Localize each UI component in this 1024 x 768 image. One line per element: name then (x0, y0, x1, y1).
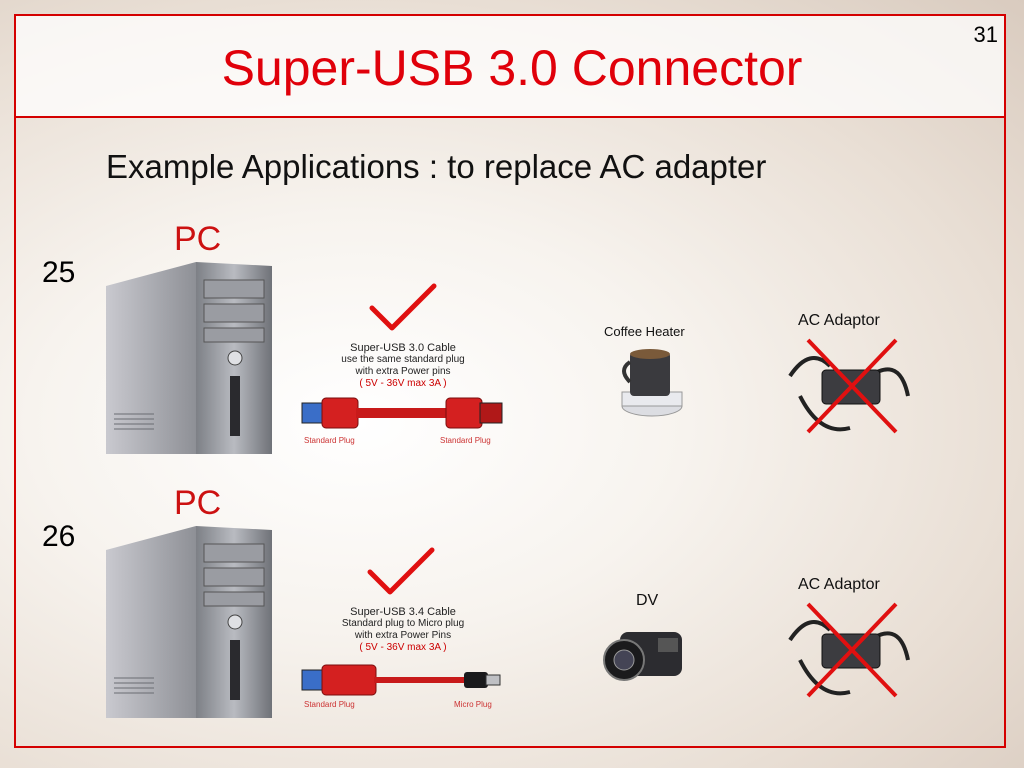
ac-adaptor-crossed-icon (780, 336, 920, 440)
slide-frame (14, 14, 1006, 748)
checkmark-icon (368, 282, 438, 334)
row-number-26: 26 (42, 520, 76, 553)
cable-description-row-26: Super-USB 3.4 Cable Standard plug to Mic… (328, 606, 478, 654)
slide-title: Super-USB 3.0 Connector (221, 40, 803, 96)
camcorder-icon (600, 620, 686, 690)
coffee-heater-icon (616, 344, 686, 420)
checkmark-icon (366, 546, 436, 598)
device-label-dv: DV (636, 592, 659, 609)
cable-detail-1: use the same standard plug (341, 354, 465, 365)
pc-label-row-26: PC (174, 484, 222, 522)
cable-name: Super-USB 3.0 Cable (350, 342, 456, 354)
device-label-coffee-heater: Coffee Heater (604, 324, 685, 339)
right-plug-label: Micro Plug (454, 700, 492, 709)
cable-spec: ( 5V - 36V max 3A ) (359, 642, 447, 653)
pc-tower-icon (104, 256, 276, 456)
ac-adaptor-label: AC Adaptor (798, 312, 880, 329)
cable-name: Super-USB 3.4 Cable (350, 606, 456, 618)
row-number-25: 25 (42, 256, 76, 289)
title-bar (14, 14, 1006, 118)
slide-subtitle: Example Applications : to replace AC ada… (106, 148, 767, 185)
cable-detail-1: Standard plug to Micro plug (341, 618, 465, 629)
ac-adaptor-label: AC Adaptor (798, 576, 880, 593)
cable-detail-2: with extra Power pins (355, 366, 451, 377)
ac-adaptor-crossed-icon (780, 600, 920, 704)
left-plug-label: Standard Plug (304, 436, 355, 445)
cable-spec: ( 5V - 36V max 3A ) (359, 378, 447, 389)
cable-detail-2: with extra Power Pins (354, 630, 452, 641)
usb-micro-cable-icon (300, 660, 506, 700)
pc-tower-icon (104, 520, 276, 720)
usb-cable-icon (300, 392, 506, 434)
right-plug-label: Standard Plug (440, 436, 491, 445)
pc-label-row-25: PC (174, 220, 222, 258)
page-number: 31 (973, 22, 998, 47)
left-plug-label: Standard Plug (304, 700, 355, 709)
cable-description-row-25: Super-USB 3.0 Cable use the same standar… (328, 342, 478, 390)
